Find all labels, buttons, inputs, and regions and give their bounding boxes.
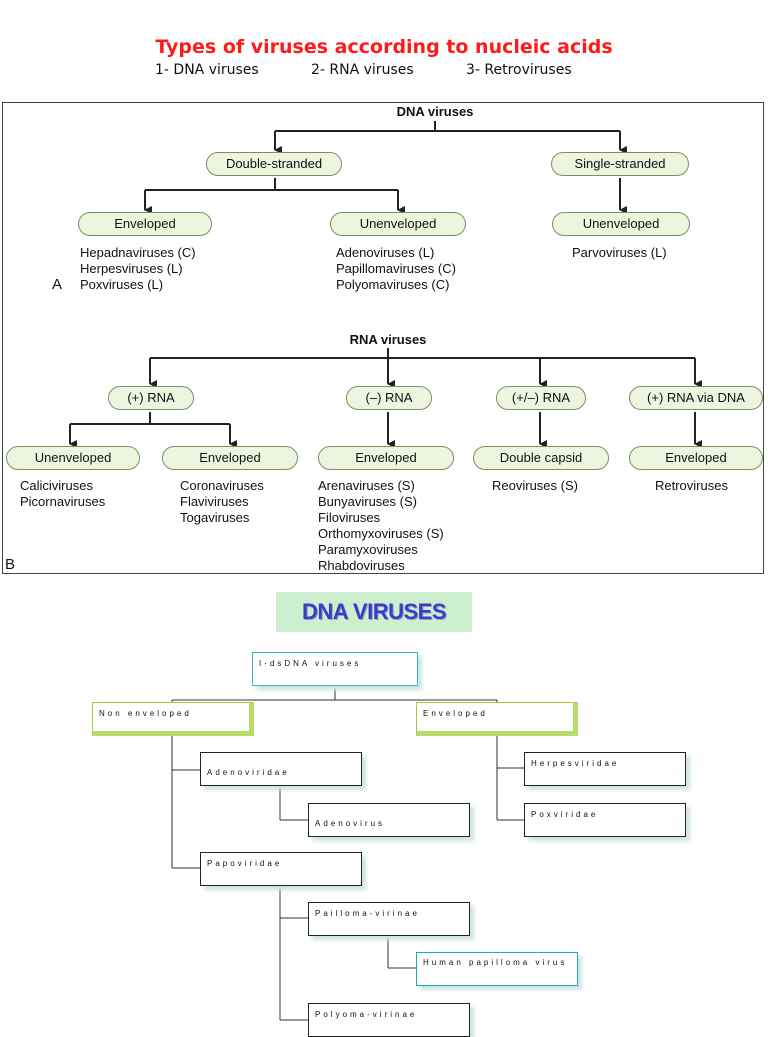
type-rna-label: 2- RNA viruses [311, 62, 414, 78]
plus-rna-node: (+) RNA [108, 386, 194, 410]
double-capsid-list: Reoviruses (S) [492, 478, 578, 493]
figure-b-letter: B [5, 556, 16, 573]
dsdna-root-box: I-dsDNA viruses [252, 652, 418, 686]
minus-rna-enveloped-node: Enveloped [318, 446, 454, 470]
rna-via-dna-node: (+) RNA via DNA [629, 386, 763, 410]
herpesviridae-box: Herpesviridae [524, 752, 686, 786]
minus-rna-node: (–) RNA [346, 386, 432, 410]
human-papilloma-virus-box: Human papilloma virus [416, 952, 578, 986]
ds-unenveloped-node: Unenveloped [330, 212, 466, 236]
rna-unenveloped-list: Caliciviruses Picornaviruses [20, 478, 106, 509]
papoviridae-box: Papoviridae [200, 852, 362, 886]
dna-viruses-heading: DNA viruses [396, 104, 474, 119]
double-stranded-node: Double-stranded [206, 152, 342, 176]
double-capsid-node: Double capsid [473, 446, 609, 470]
retro-enveloped-node: Enveloped [629, 446, 763, 470]
papillomavirinae-box: Pailloma-virinae [308, 902, 470, 936]
poxviridae-box: Poxviridae [524, 803, 686, 837]
retro-enveloped-list: Retroviruses [655, 478, 728, 493]
ds-enveloped-list: Hepadnaviruses (C) Herpesviruses (L) Pox… [80, 245, 196, 292]
single-stranded-node: Single-stranded [551, 152, 689, 176]
polyomavirinae-box: Polyoma-virinae [308, 1003, 470, 1037]
ds-enveloped-node: Enveloped [78, 212, 212, 236]
classification-figure [2, 102, 764, 574]
ss-unenveloped-node: Unenveloped [552, 212, 690, 236]
ds-unenveloped-list: Adenoviruses (L) Papillomaviruses (C) Po… [336, 245, 456, 292]
dna-viruses-banner: DNA VIRUSES [276, 592, 472, 632]
rna-viruses-heading: RNA viruses [349, 332, 427, 347]
plus-rna-enveloped-node: Enveloped [162, 446, 298, 470]
adenovirus-box: Adenovirus [308, 803, 470, 837]
non-enveloped-box: Non enveloped [92, 702, 254, 736]
enveloped-box: Enveloped [416, 702, 578, 736]
adenoviridae-box: Adenoviridae [200, 752, 362, 786]
type-retro-label: 3- Retroviruses [466, 62, 572, 78]
ss-unenveloped-list: Parvoviruses (L) [572, 245, 667, 260]
minus-rna-enveloped-list: Arenaviruses (S) Bunyaviruses (S) Filovi… [318, 478, 444, 573]
type-dna-label: 1- DNA viruses [155, 62, 259, 78]
figure-a-letter: A [52, 276, 63, 293]
rna-unenveloped-node: Unenveloped [6, 446, 140, 470]
plus-rna-enveloped-list: Coronaviruses Flaviviruses Togaviruses [180, 478, 264, 525]
plusminus-rna-node: (+/–) RNA [496, 386, 586, 410]
page-title: Types of viruses according to nucleic ac… [155, 36, 613, 58]
